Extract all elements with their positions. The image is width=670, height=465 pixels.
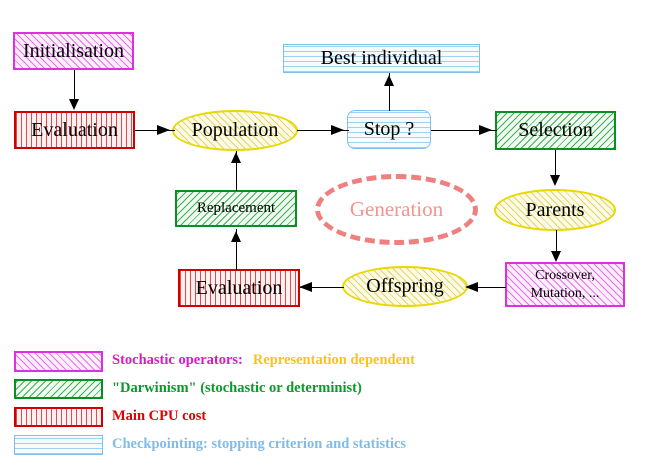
edge-selection-to-parents xyxy=(555,150,556,182)
node-initialisation[interactable]: Initialisation xyxy=(13,32,134,70)
edge-crossover-to-offspring xyxy=(468,287,506,288)
arrowhead-evaluation-to-replacement xyxy=(231,231,241,242)
arrowhead-crossover-to-offspring xyxy=(465,282,478,292)
edge-evaluation-to-population xyxy=(135,130,175,131)
edge-offspring-to-evaluation xyxy=(300,287,344,288)
node-initialisation-label: Initialisation xyxy=(22,39,125,62)
arrowhead-parents-to-crossover xyxy=(551,251,561,262)
arrowhead-population-to-stop xyxy=(331,125,344,135)
node-generation-loop: Generation xyxy=(315,174,478,245)
arrowhead-evaluation-to-population xyxy=(157,125,170,135)
legend-swatch-magenta-diagonal-hatch xyxy=(14,351,103,372)
arrowhead-replacement-to-population xyxy=(231,152,241,163)
edge-population-to-stop xyxy=(297,130,349,131)
legend-label-stochastic-operators: Stochastic operators: Representation depe… xyxy=(112,352,415,369)
node-evaluation-top[interactable]: Evaluation xyxy=(14,111,135,149)
arrowhead-stop-to-selection xyxy=(479,125,492,135)
node-selection[interactable]: Selection xyxy=(495,111,616,150)
edge-initialisation-to-evaluation xyxy=(74,70,75,102)
edge-replacement-to-population xyxy=(236,151,237,191)
arrowhead-initialisation-to-evaluation xyxy=(69,99,79,110)
legend-label-stochastic-operators-secondary: Representation dependent xyxy=(252,352,415,368)
node-crossover-mutation[interactable]: Crossover, Mutation, ... xyxy=(505,262,625,307)
legend-swatch-blue-horizontal-hatch xyxy=(14,435,103,455)
legend-swatch-red-vertical-hatch xyxy=(14,407,103,427)
legend-label-stochastic-operators-primary: Stochastic operators: xyxy=(112,352,243,368)
node-replacement-label: Replacement xyxy=(196,199,276,216)
node-crossover-mutation-label: Crossover, Mutation, ... xyxy=(530,268,600,301)
node-offspring-label: Offspring xyxy=(366,275,444,298)
node-selection-label: Selection xyxy=(518,119,593,142)
legend-label-main-cpu-cost: Main CPU cost xyxy=(112,408,207,424)
node-stop[interactable]: Stop ? xyxy=(347,110,431,149)
edge-stop-to-selection xyxy=(431,130,497,131)
node-best-individual[interactable]: Best individual xyxy=(283,44,480,73)
arrowhead-offspring-to-evaluation xyxy=(299,282,312,292)
edge-evaluation-to-replacement xyxy=(236,229,237,270)
node-evaluation-bottom[interactable]: Evaluation xyxy=(178,269,300,307)
node-evaluation-top-label: Evaluation xyxy=(31,118,118,141)
node-replacement[interactable]: Replacement xyxy=(175,190,297,227)
node-population-label: Population xyxy=(191,119,279,142)
node-evaluation-bottom-label: Evaluation xyxy=(195,276,283,299)
legend-swatch-green-diagonal-hatch xyxy=(14,379,103,399)
node-parents-label: Parents xyxy=(525,198,585,221)
node-stop-label: Stop ? xyxy=(363,118,415,141)
edge-parents-to-crossover xyxy=(556,230,557,256)
arrowhead-selection-to-parents xyxy=(550,175,560,186)
node-offspring[interactable]: Offspring xyxy=(342,266,468,307)
node-population[interactable]: Population xyxy=(172,110,298,151)
legend-label-darwinism: "Darwinism" (stochastic or determinist) xyxy=(112,380,362,396)
legend-label-checkpointing: Checkpointing: stopping criterion and st… xyxy=(112,436,407,452)
node-best-individual-label: Best individual xyxy=(320,47,443,70)
arrowhead-stop-to-best-individual xyxy=(384,75,394,86)
node-parents[interactable]: Parents xyxy=(494,189,616,231)
edge-stop-to-best-individual xyxy=(389,73,390,111)
node-generation-loop-label: Generation xyxy=(349,197,444,221)
